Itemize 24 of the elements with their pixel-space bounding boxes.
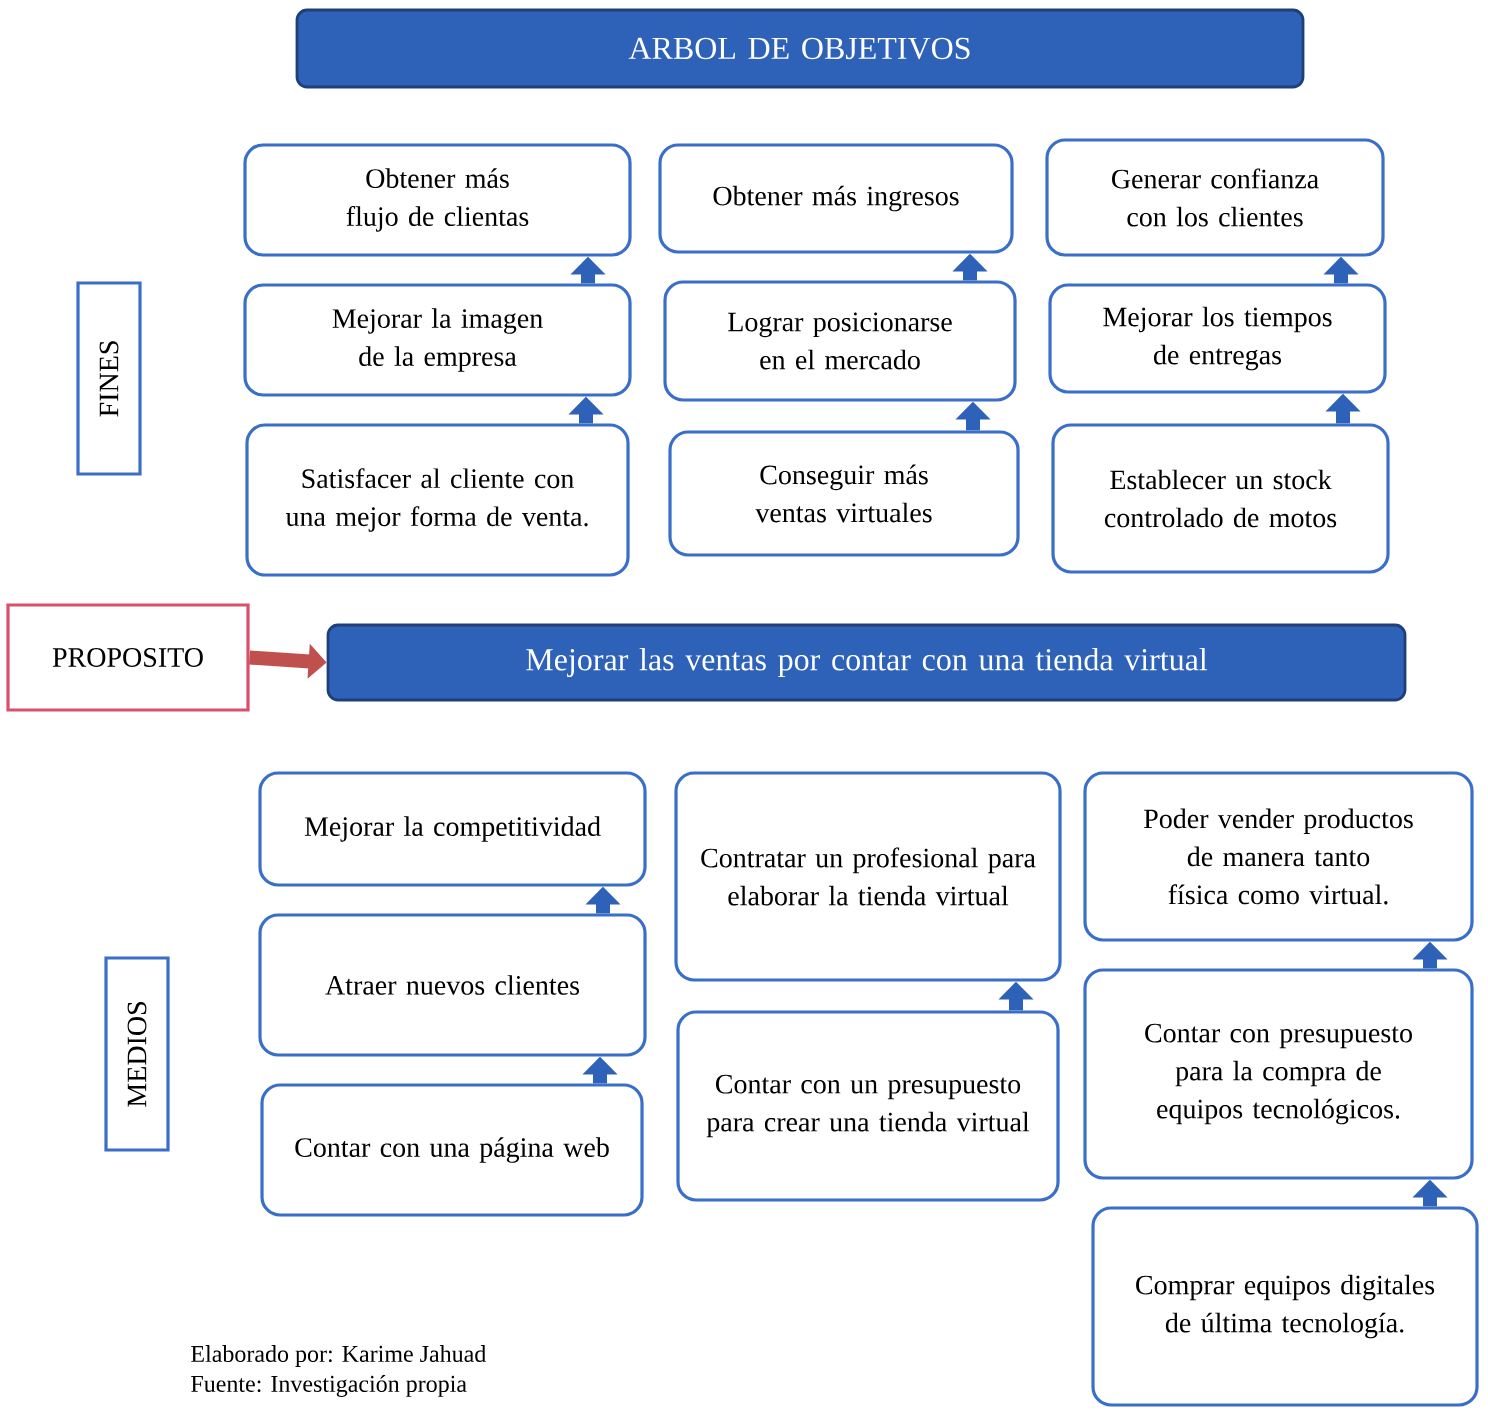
goal-box: Lograr posicionarse en el mercado: [663, 280, 1017, 402]
footer-note: Elaborado por: Karime Jahuad: [191, 1345, 487, 1367]
goal-box: Establecer un stock controlado de motos: [1051, 423, 1390, 574]
goal-box: Generar confianza con los clientes: [1045, 138, 1385, 257]
goal-box: Comprar equipos digitales de última tecnología.: [1091, 1206, 1479, 1407]
goal-box: Poder vender productos de manera tanto física como virtual.: [1083, 771, 1474, 942]
goal-box: Contar con un presupuesto para crear una tienda virtual: [676, 1010, 1060, 1202]
goal-box: Contar con una página web: [260, 1083, 644, 1217]
goal-box: Atraer nuevos clientes: [258, 913, 647, 1057]
goal-box: Contar con presupuesto para la compra de equipos tecnológicos.: [1083, 968, 1474, 1180]
banner: ARBOL DE OBJETIVOS: [295, 8, 1305, 89]
banner: Mejorar las ventas por contar con una tienda virtual: [326, 623, 1407, 702]
footer-note: Fuente: Investigación propia: [191, 1375, 467, 1397]
side-label: FINES: [76, 281, 142, 476]
goal-box: Obtener más flujo de clientas: [243, 143, 632, 257]
goal-box: Mejorar la competitividad: [258, 771, 647, 887]
purpose-label-box: PROPOSITO: [6, 603, 250, 712]
goal-box: Contratar un profesional para elaborar la tienda virtual: [674, 771, 1062, 982]
goal-box: Satisfacer al cliente con una mejor forma de venta.: [245, 423, 630, 577]
side-label: MEDIOS: [104, 956, 170, 1152]
goal-box: Obtener más ingresos: [658, 143, 1014, 254]
goal-box: Mejorar los tiempos de entregas: [1048, 283, 1387, 394]
goal-box: Mejorar la imagen de la empresa: [243, 283, 632, 397]
goal-box: Conseguir más ventas virtuales: [668, 430, 1020, 557]
